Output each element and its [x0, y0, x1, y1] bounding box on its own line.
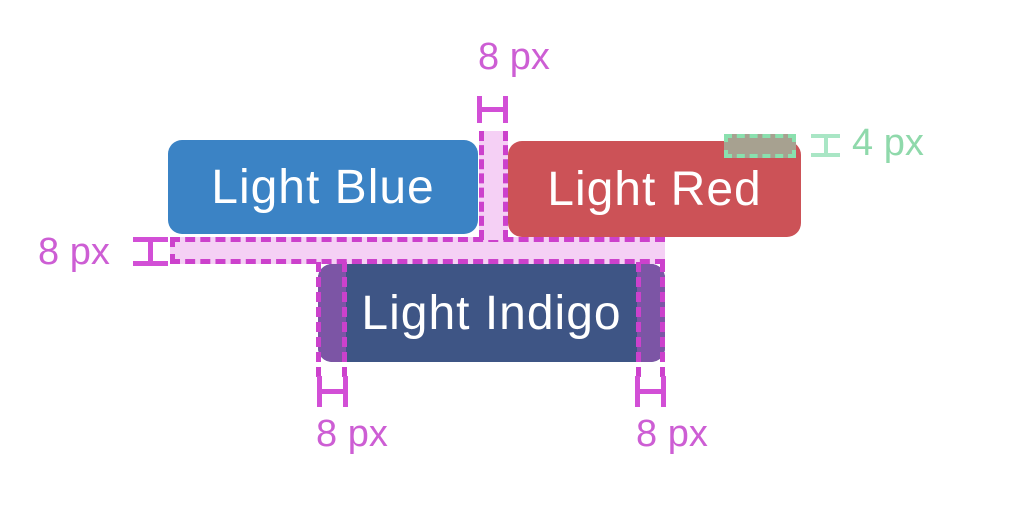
padding-left-width-marker-icon [317, 376, 348, 407]
padding-left-outer-dashed-line [316, 262, 321, 377]
overlap-highlight [724, 134, 796, 158]
light-blue-box: Light Blue [168, 140, 478, 234]
overlap-height-marker-icon [811, 134, 840, 157]
padding-left-inner-dashed-line [342, 262, 347, 377]
padding-right-outer-dashed-line [660, 262, 665, 377]
light-red-box-label: Light Red [547, 162, 762, 216]
gap-size-label: 8 px [478, 36, 550, 78]
margin-size-label: 8 px [38, 231, 110, 273]
padding-right-size-label: 8 px [636, 413, 708, 455]
padding-right-inner-dashed-line [636, 262, 641, 377]
padding-left-size-label: 8 px [316, 413, 388, 455]
padding-right-width-marker-icon [635, 376, 666, 407]
light-indigo-box: Light Indigo [318, 264, 665, 362]
overlap-size-label: 4 px [852, 122, 924, 164]
margin-height-marker-icon [133, 237, 168, 266]
light-indigo-box-label: Light Indigo [361, 286, 622, 340]
gap-highlight [479, 131, 508, 240]
gap-width-marker-icon [477, 96, 508, 123]
padding-left-highlight [318, 264, 346, 362]
margin-band-highlight [170, 237, 665, 264]
light-blue-box-label: Light Blue [211, 160, 435, 214]
